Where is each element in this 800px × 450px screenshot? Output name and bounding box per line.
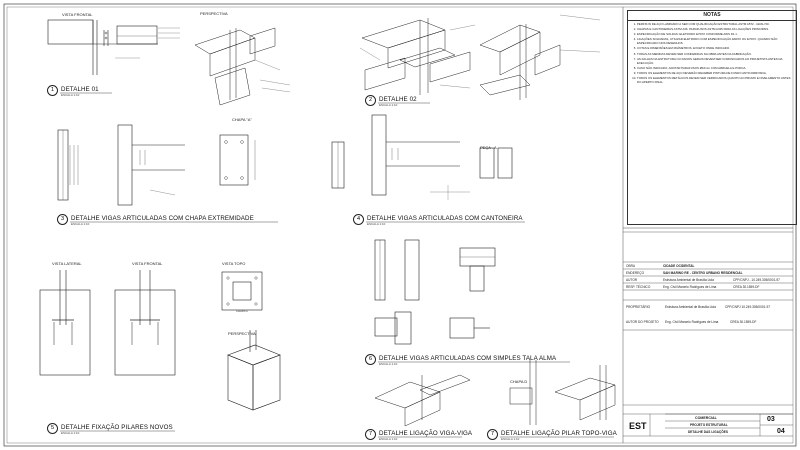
sheet-title: DETALHE DAS LIGAÇÕES — [688, 430, 728, 434]
detail-04-drawing — [331, 114, 513, 200]
detail-scale: ESCALA 1:10 — [379, 362, 398, 366]
notes-list: PERFIS W DE AÇO LAMINADO A SER COM QUALI… — [637, 22, 794, 85]
detail-title: DETALHE VIGAS ARTICULADAS COM CANTONEIRA — [367, 215, 523, 222]
anchor-bolts — [53, 322, 159, 345]
view-label-peca-a: PEÇA - A — [480, 145, 497, 150]
tb-value: Eng. Civil Marcelo Rodrigues de Lima — [663, 285, 717, 289]
view-label-vista-frontal-2: VISTA FRONTAL — [132, 261, 163, 266]
detail-07b-drawing — [509, 360, 616, 425]
detail-title: DETALHE LIGAÇÃO PILAR TOPO-VIGA — [501, 430, 617, 437]
detail-02-right — [479, 14, 601, 100]
tb-label: OBRA — [626, 264, 636, 268]
detail-number: 7 — [365, 429, 376, 440]
detail-scale: ESCALA 1:10 — [379, 437, 398, 441]
tb-value: SAN MARINO RE - CENTRO URBANO RESIDENCIA… — [663, 271, 743, 275]
detail-number: 1 — [47, 85, 58, 96]
note-item: TODOS OS ELEMENTOS METÁLICOS DEVEM SER V… — [637, 76, 794, 85]
note-item: AS FALHAS NA ESTRUTURA OU DANOS GERAIS D… — [637, 57, 794, 66]
view-label-perspectiva: PERSPECTIVA — [200, 11, 228, 16]
tb-label: AUTOR DO PROJETO — [626, 320, 659, 324]
note-item: COTAS E DIMENSÕES EM MILÍMETROS, EXCETO … — [637, 46, 794, 51]
detail-03-drawing — [57, 124, 256, 206]
detail-title: DETALHE FIXAÇÃO PILARES NOVOS — [61, 424, 173, 431]
tb-label: AUTOR — [626, 278, 638, 282]
tb-extra: CPF/CNPJ - 10.249.305/0001-97 — [733, 278, 780, 282]
tb-value: Estrutura Ambiental de Brasília Ltda — [663, 278, 714, 282]
detail-number: 4 — [353, 214, 364, 225]
tb-label: PROPRIETÁRIO — [626, 305, 651, 309]
sheet-border — [3, 3, 797, 447]
tb-extra: CPF/CNPJ 10.249.305/0001-97 — [725, 305, 771, 309]
detail-scale: ESCALA 1:10 — [501, 437, 520, 441]
tb-label: RESP. TÉCNICO — [626, 285, 651, 289]
notes-header: NOTAS — [628, 11, 796, 21]
view-label-vista-topo: VISTA TOPO — [222, 261, 246, 266]
view-label-chapa-a: CHAPA "A" — [232, 117, 252, 122]
detail-number: 2 — [365, 95, 376, 106]
detail-title: DETALHE LIGAÇÃO VIGA-VIGA — [379, 430, 473, 437]
detail-title: DETALHE VIGAS ARTICULADAS COM CHAPA EXTR… — [71, 215, 254, 222]
detail-07-drawing — [374, 374, 471, 427]
note-item: CASO NÃO INDICADO, ADOTAR PARAFUSOS Ø16m… — [637, 66, 794, 71]
note-item: ESPECIFICAÇÃO DE SOLDAS: ELETRODO E70XX … — [637, 32, 794, 37]
tb-extra: CREA 30.1559-DF — [733, 285, 760, 289]
detail-05-drawing — [39, 270, 281, 411]
sheet-total: 04 — [777, 428, 785, 435]
note-item: TODAS AS MEDIDAS DEVEM SER CONFERIDAS NA… — [637, 52, 794, 57]
detail-01-perspective — [194, 27, 291, 106]
detail-number: 7 — [487, 429, 498, 440]
detail-scale: ESCALA 1:10 — [61, 93, 80, 97]
sheet-number: 03 — [767, 416, 775, 423]
note-item: LIGAÇÕES SOLDADAS, UTILIZAR ELETRODO COM… — [637, 37, 794, 46]
note-item: CHAPAS E CANTONEIRAS ASTM A36. PARAFUSOS… — [637, 27, 794, 32]
view-label-perspectiva-2: PERSPECTIVA — [228, 331, 256, 336]
detail-number: 6 — [365, 354, 376, 365]
detail-01-drawing — [47, 19, 180, 75]
tb-value: Estrutura Ambiental de Brasília Ltda — [665, 305, 716, 309]
detail-title: DETALHE 02 — [379, 96, 417, 103]
detail-scale: ESCALA 1:10 — [379, 103, 398, 107]
view-label-vista-lateral: VISTA LATERAL — [52, 261, 82, 266]
notes-panel: NOTAS PERFIS W DE AÇO LAMINADO A SER COM… — [627, 10, 797, 225]
detail-title: DETALHE 01 — [61, 86, 99, 93]
tb-extra: CREA 30.1559-DF — [730, 320, 757, 324]
tb-value: Eng. Civil Marcelo Rodrigues de Lima — [665, 320, 719, 324]
view-label-chapa-d: CHAPA D — [510, 379, 528, 384]
view-label-chapa-c: CHAPA C — [236, 309, 249, 313]
view-label-vista-frontal: VISTA FRONTAL — [62, 12, 93, 17]
detail-number: 3 — [57, 214, 68, 225]
note-item: TODOS OS ELEMENTOS DE AÇO DEVERÃO RECEBE… — [637, 71, 794, 76]
detail-06-drawing — [374, 239, 496, 345]
project-type: PROJETO ESTRUTURAL — [690, 423, 728, 427]
detail-02-drawing — [359, 18, 476, 95]
project-name: COMERCIAL — [695, 416, 717, 420]
detail-scale: ESCALA 1:10 — [367, 222, 386, 226]
detail-title: DETALHE VIGAS ARTICULADAS COM SIMPLES TA… — [379, 355, 557, 362]
detail-number: 5 — [47, 423, 58, 434]
tb-label: ENDEREÇO — [626, 271, 645, 275]
discipline-code: EST — [629, 421, 647, 431]
tb-value: CIDADE OCIDENTAL — [663, 264, 695, 268]
detail-scale: ESCALA 1:10 — [61, 431, 80, 435]
detail-scale: ESCALA 1:10 — [71, 222, 90, 226]
note-item: PERFIS W DE AÇO LAMINADO A SER COM QUALI… — [637, 22, 794, 27]
